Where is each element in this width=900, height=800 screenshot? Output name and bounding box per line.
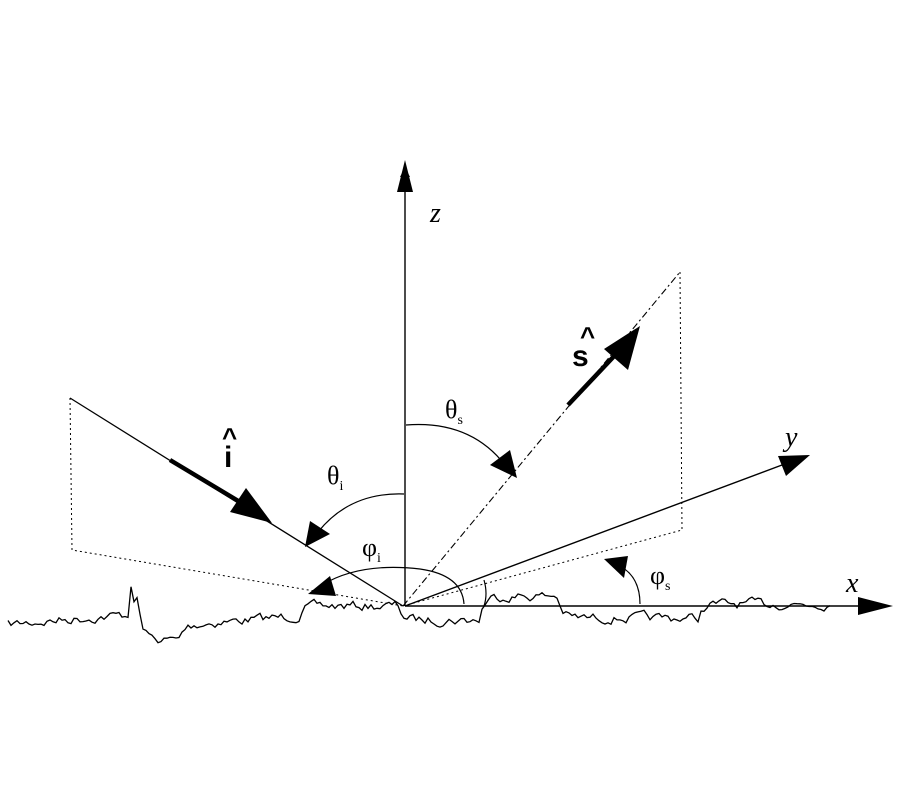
theta-i-symbol: θ <box>327 461 339 490</box>
scattered-vector-label: s <box>572 340 589 373</box>
z-axis-arrowhead <box>397 160 413 192</box>
z-axis-label: z <box>429 198 441 229</box>
theta-s-subscript: s <box>457 413 462 428</box>
rough-surface-profile <box>7 586 831 644</box>
theta-s-symbol: θ <box>445 395 457 424</box>
phi-i-symbol: φ <box>362 533 377 562</box>
scattered-ray-line <box>402 271 681 607</box>
x-axis-arrowhead <box>858 597 893 615</box>
phi-s-subscript: s <box>665 579 670 594</box>
theta-i-arrowhead <box>305 521 330 547</box>
theta-i-subscript: i <box>339 479 343 494</box>
scattering-plane-outline <box>402 271 683 607</box>
y-axis <box>404 461 791 607</box>
incident-vector-shaft <box>168 458 247 507</box>
phi-s-label: φs <box>650 561 670 594</box>
phi-i-label: φi <box>362 533 381 566</box>
theta-s-arc <box>405 423 506 466</box>
scattered-vector-arrowhead <box>604 326 640 370</box>
y-projection-arc <box>483 579 487 607</box>
phi-i-arrowhead <box>308 576 336 596</box>
incident-vector-label: i <box>224 441 232 474</box>
incident-vector-arrowhead <box>230 488 272 523</box>
phi-i-arc <box>321 566 465 605</box>
incidence-plane-outline <box>69 397 404 607</box>
y-axis-arrowhead <box>778 455 810 476</box>
incident-vector-hat: ^ <box>222 422 237 452</box>
phi-i-subscript: i <box>377 551 381 566</box>
phi-s-arrowhead <box>604 556 628 578</box>
x-axis-label: x <box>845 568 859 599</box>
scattered-vector-hat: ^ <box>580 321 595 351</box>
y-axis-label: y <box>782 422 798 453</box>
scattered-vector-shaft <box>566 350 620 407</box>
phi-s-symbol: φ <box>650 561 665 590</box>
theta-s-label: θs <box>445 395 463 428</box>
theta-i-label: θi <box>327 461 343 494</box>
theta-i-arc <box>317 493 405 533</box>
theta-s-arrowhead <box>490 450 517 478</box>
